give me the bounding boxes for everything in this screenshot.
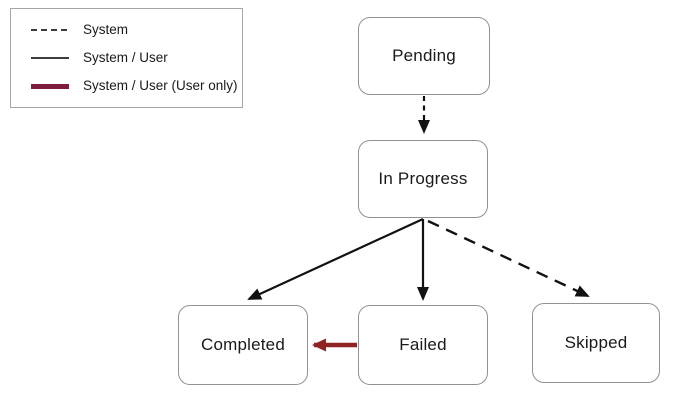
legend-item-system-user: System / User xyxy=(31,51,242,65)
node-completed: Completed xyxy=(178,305,308,385)
dashed-line-icon xyxy=(31,29,69,31)
legend: System System / User System / User (User… xyxy=(10,8,243,108)
legend-item-user-only: System / User (User only) xyxy=(31,79,242,93)
edge-inprogress-skipped xyxy=(427,219,590,298)
legend-label: System / User xyxy=(83,50,168,66)
edge-inprogress-completed xyxy=(247,218,424,300)
solid-line-icon xyxy=(31,57,69,59)
legend-label: System / User (User only) xyxy=(83,78,238,94)
node-in-progress: In Progress xyxy=(358,140,488,218)
node-failed: Failed xyxy=(358,305,488,385)
node-pending: Pending xyxy=(358,17,490,95)
thick-line-icon xyxy=(31,83,69,89)
legend-label: System xyxy=(83,22,129,38)
legend-item-system: System xyxy=(31,23,242,37)
node-skipped: Skipped xyxy=(532,303,660,383)
